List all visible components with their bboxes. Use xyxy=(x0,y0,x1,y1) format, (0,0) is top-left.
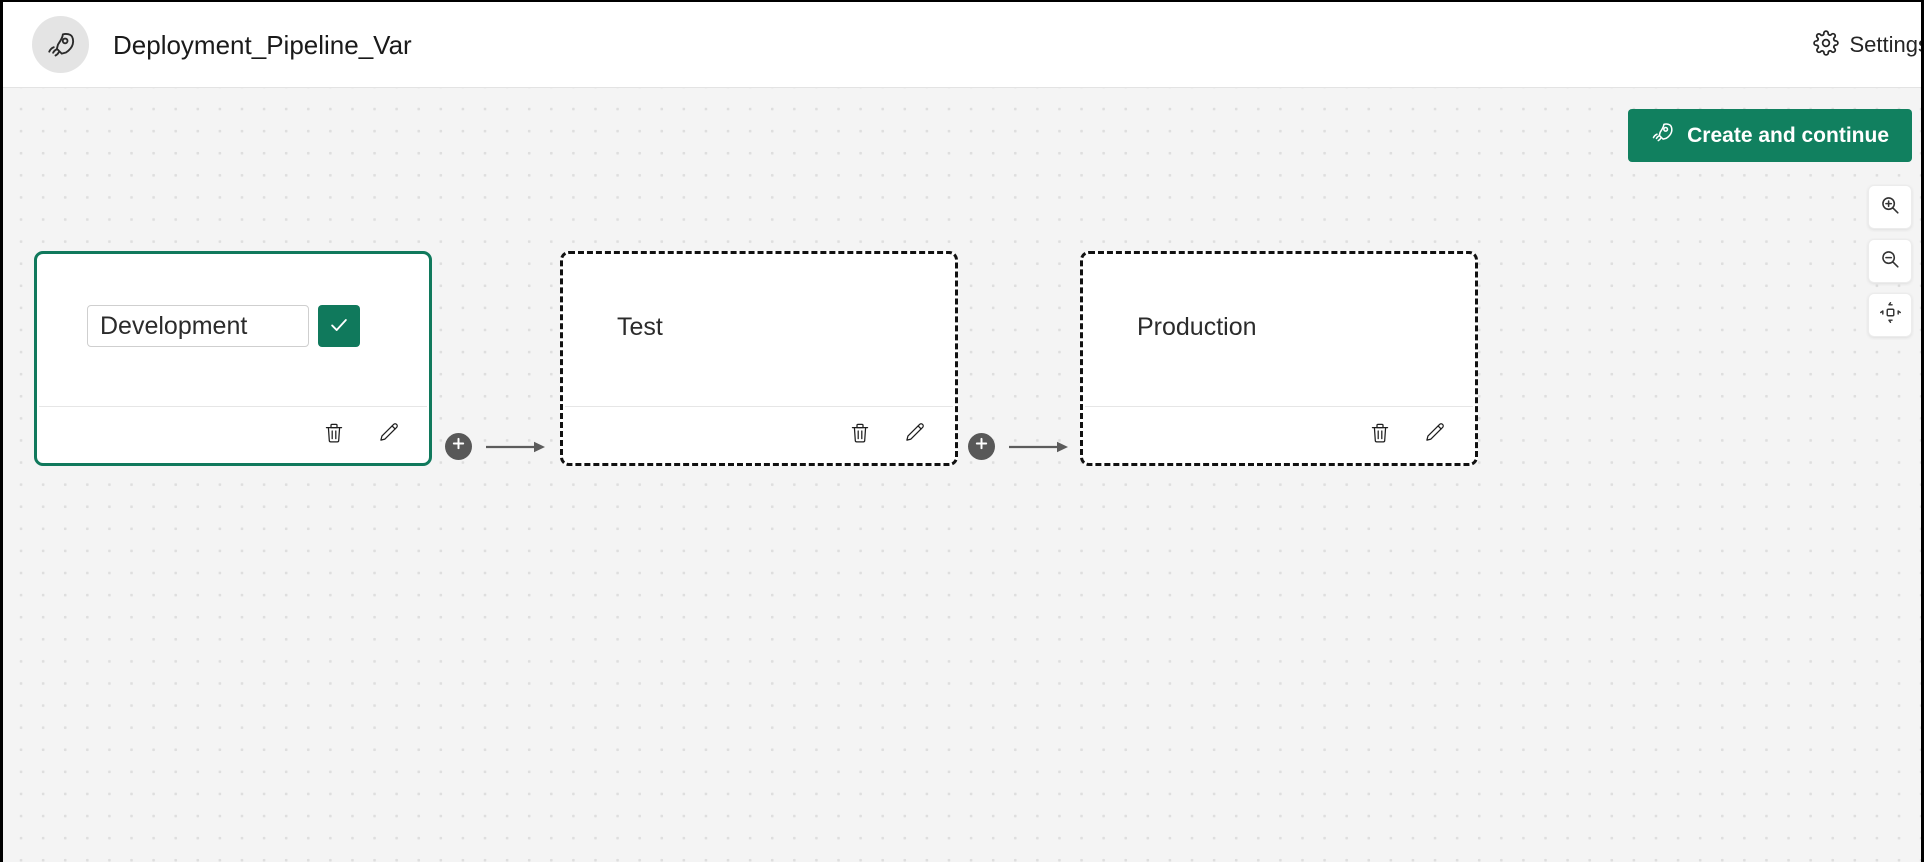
trash-icon xyxy=(322,421,346,450)
trash-icon xyxy=(848,421,872,450)
trash-icon xyxy=(1368,421,1392,450)
node-label: Production xyxy=(1137,313,1257,341)
zoom-in-icon xyxy=(1879,194,1901,221)
node-label: Test xyxy=(617,313,663,341)
pipeline-node-test[interactable]: Test xyxy=(560,251,958,466)
zoom-out-icon xyxy=(1879,248,1901,275)
plus-icon xyxy=(451,436,466,456)
fit-to-screen-button[interactable] xyxy=(1868,293,1912,337)
rocket-icon xyxy=(1651,121,1674,150)
pencil-icon xyxy=(903,421,927,450)
edit-node-button[interactable] xyxy=(901,421,929,449)
node-body: Production xyxy=(1083,254,1475,406)
delete-node-button[interactable] xyxy=(1366,421,1394,449)
check-icon xyxy=(328,314,350,339)
app-header: Deployment_Pipeline_Var Settings xyxy=(3,2,1921,88)
arrow-right-icon xyxy=(486,440,546,453)
add-stage-button[interactable] xyxy=(968,432,995,460)
settings-button[interactable]: Settings xyxy=(1812,2,1924,88)
node-footer xyxy=(37,407,429,463)
node-divider xyxy=(565,406,953,407)
pipeline-connector-test-to-prod xyxy=(968,430,1069,462)
stage-name-input[interactable] xyxy=(87,305,309,347)
settings-label: Settings xyxy=(1849,32,1924,57)
confirm-stage-name-button[interactable] xyxy=(318,305,360,347)
node-body xyxy=(37,254,429,406)
edit-node-button[interactable] xyxy=(1421,421,1449,449)
node-body: Test xyxy=(563,254,955,406)
pencil-icon xyxy=(377,421,401,450)
arrow-right-icon xyxy=(1009,440,1069,453)
fit-to-screen-icon xyxy=(1879,301,1902,329)
pipeline-canvas[interactable]: Create and continue xyxy=(3,88,1921,862)
delete-node-button[interactable] xyxy=(320,421,348,449)
rocket-icon xyxy=(32,16,89,73)
gear-icon xyxy=(1812,29,1839,61)
zoom-out-button[interactable] xyxy=(1868,239,1912,283)
zoom-controls xyxy=(1868,185,1912,337)
create-and-continue-label: Create and continue xyxy=(1687,123,1889,147)
add-stage-button[interactable] xyxy=(445,432,472,460)
pipeline-node-production[interactable]: Production xyxy=(1080,251,1478,466)
node-footer xyxy=(1083,407,1475,463)
page-title: Deployment_Pipeline_Var xyxy=(113,30,412,60)
delete-node-button[interactable] xyxy=(846,421,874,449)
pipeline-node-development[interactable] xyxy=(34,251,432,466)
pipeline-connector-dev-to-test xyxy=(445,430,546,462)
node-edit-row xyxy=(87,305,360,347)
edit-node-button[interactable] xyxy=(375,421,403,449)
pencil-icon xyxy=(1423,421,1447,450)
zoom-in-button[interactable] xyxy=(1868,185,1912,229)
node-footer xyxy=(563,407,955,463)
plus-icon xyxy=(974,436,989,456)
node-divider xyxy=(39,406,427,407)
create-and-continue-button[interactable]: Create and continue xyxy=(1628,109,1912,162)
node-divider xyxy=(1085,406,1473,407)
